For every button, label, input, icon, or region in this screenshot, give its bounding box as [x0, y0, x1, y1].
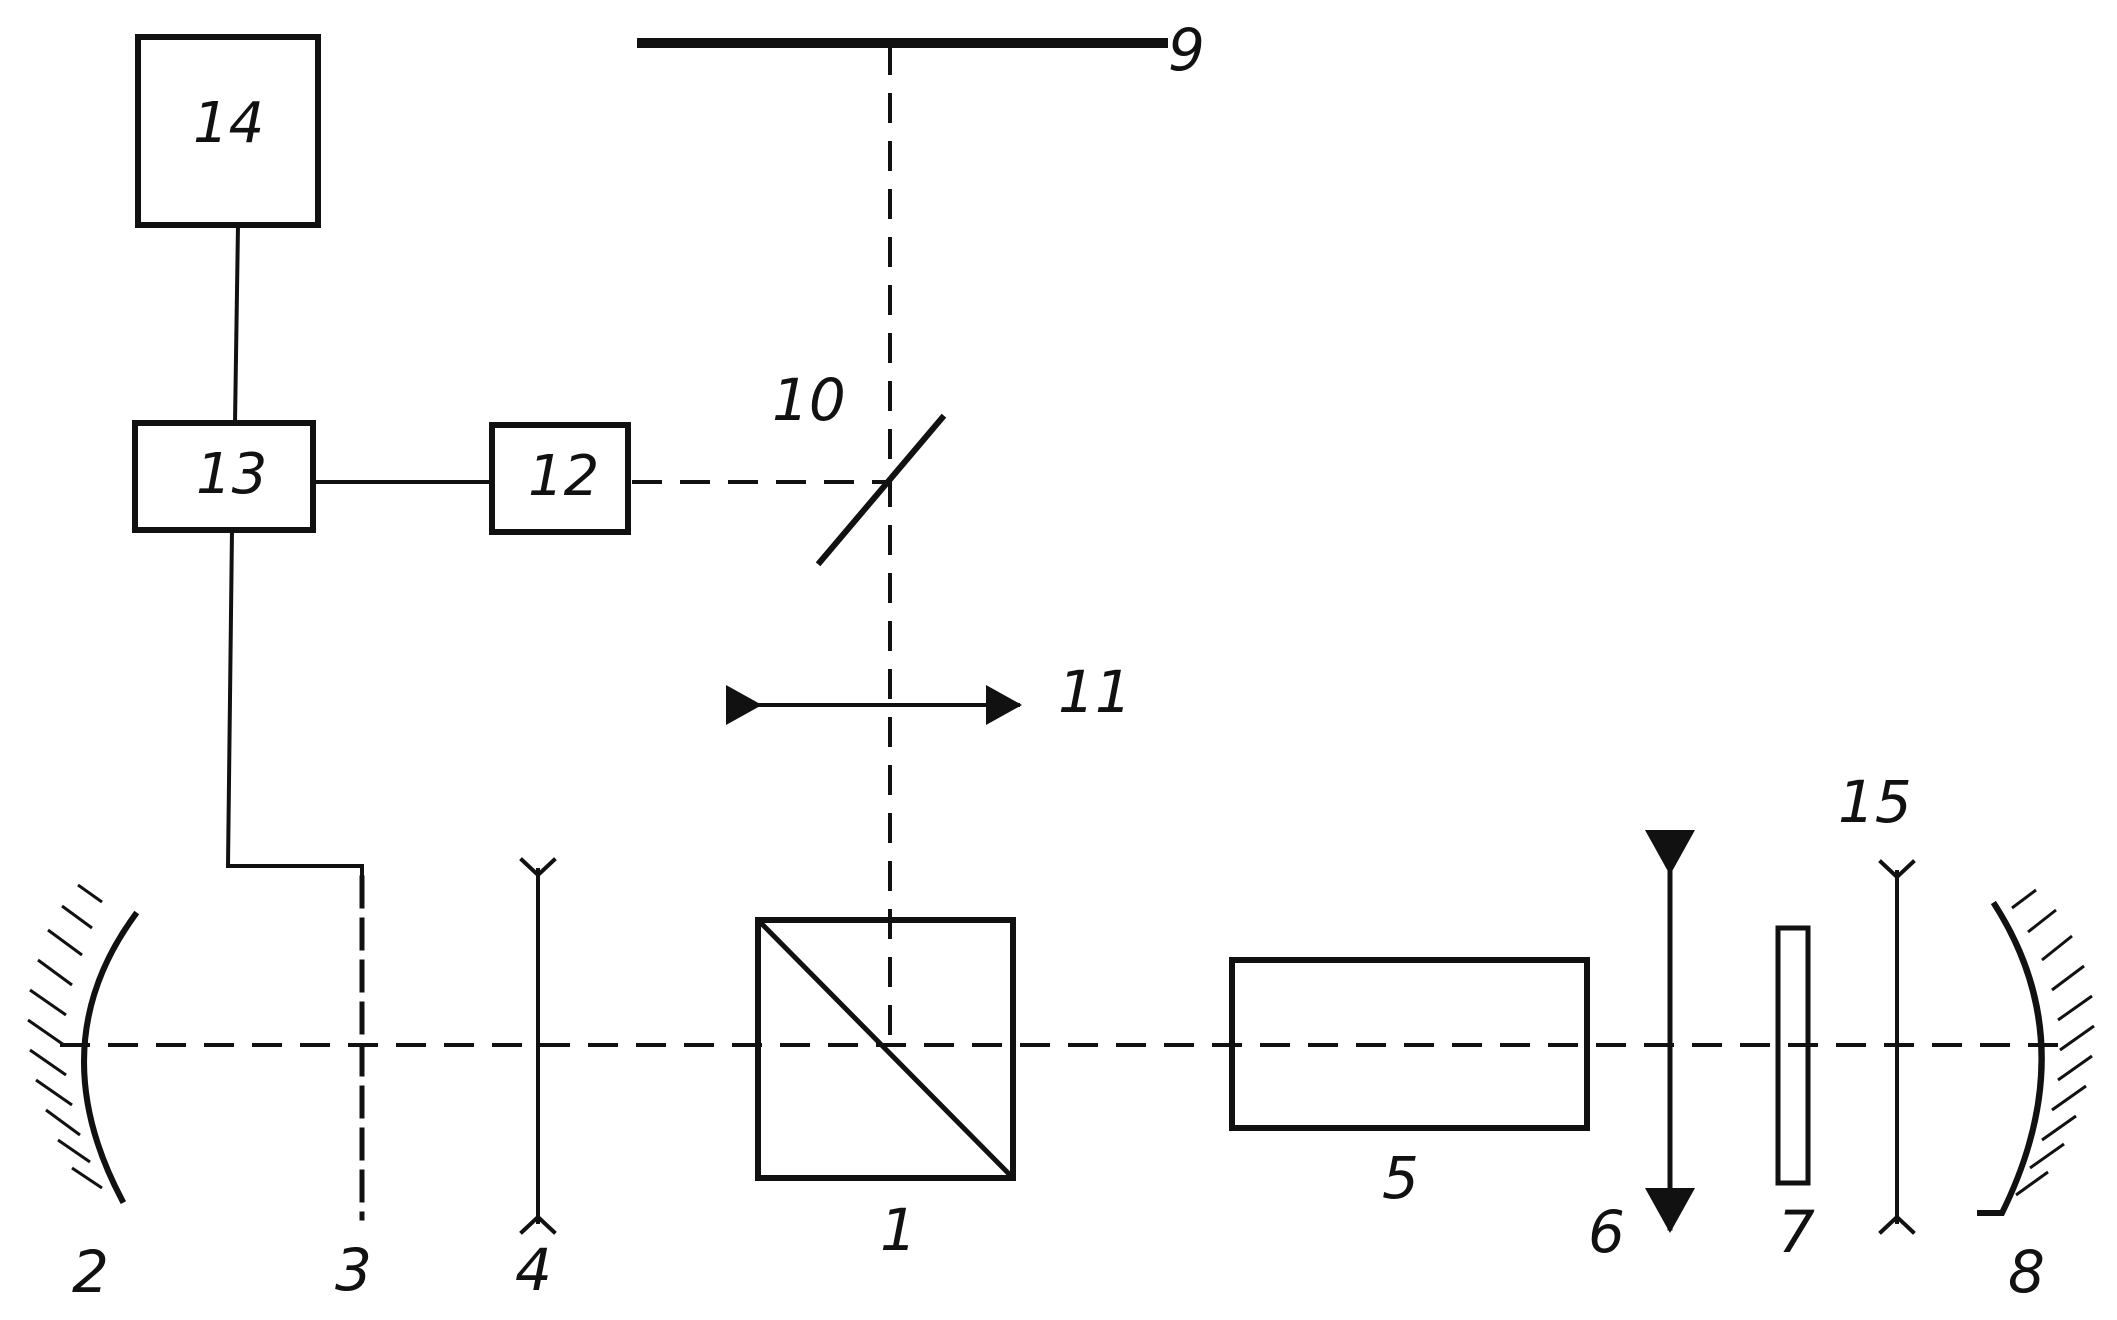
label-14: 14: [193, 91, 264, 156]
plate-7: [1775, 925, 1811, 1186]
label-7: 7: [1778, 1198, 1815, 1266]
label-6: 6: [1588, 1198, 1625, 1266]
label-4: 4: [515, 1236, 552, 1304]
label-10: 10: [772, 366, 846, 434]
active-element-5: [1229, 957, 1590, 1131]
lens-4: [519, 857, 557, 1235]
label-11: 11: [1058, 658, 1132, 726]
label-3: 3: [335, 1236, 372, 1304]
label-12: 12: [528, 444, 599, 509]
lens-15: [1878, 859, 1916, 1235]
label-13: 13: [196, 442, 267, 507]
block-14: [135, 34, 321, 228]
block-13: [132, 420, 316, 533]
wire-14-13: [232, 222, 241, 426]
label-2: 2: [72, 1238, 109, 1306]
label-1: 1: [880, 1196, 917, 1264]
label-8: 8: [2008, 1238, 2045, 1306]
label-5: 5: [1382, 1144, 1419, 1212]
beamsplitter-cube: [755, 917, 1016, 1181]
block-12: [489, 422, 631, 535]
mirror-right: [1977, 888, 2095, 1216]
wire-13-3: [225, 527, 364, 880]
label-15: 15: [1838, 768, 1912, 836]
mirror-left: [27, 883, 140, 1205]
label-9: 9: [1168, 16, 1205, 84]
beamsplitter-plate: [815, 413, 947, 567]
